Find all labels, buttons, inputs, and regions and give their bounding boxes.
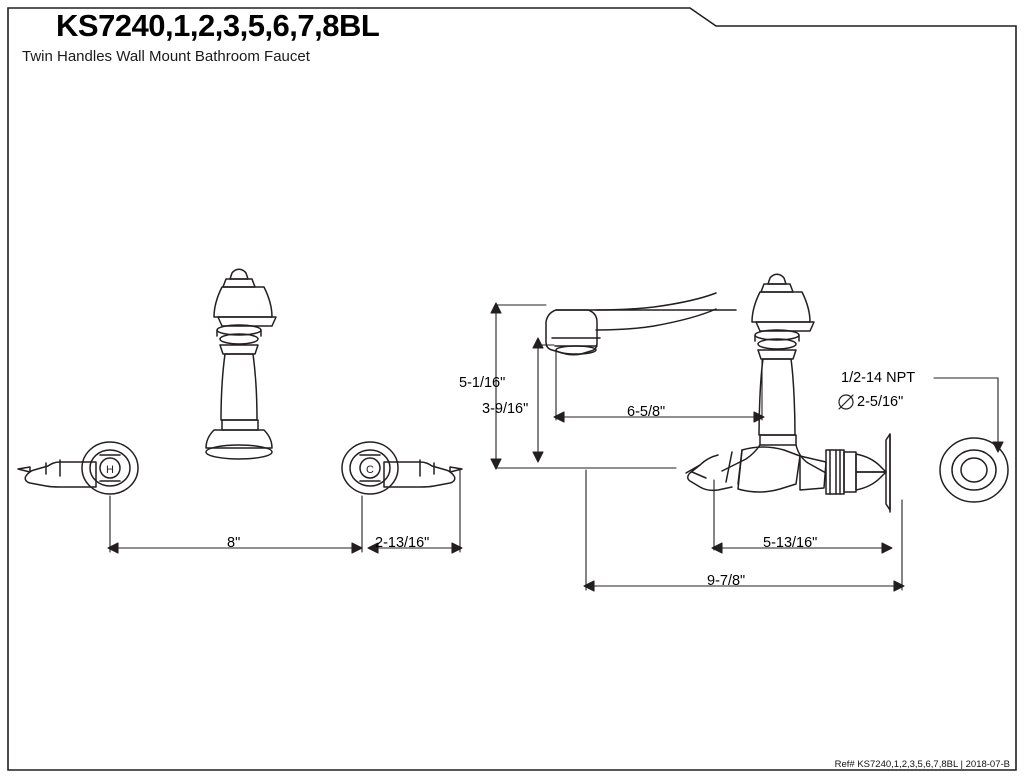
dimension-label-2-13-16: 2-13/16": [375, 535, 430, 551]
reference-footer: Ref# KS7240,1,2,3,5,6,7,8BL | 2018-07-B: [834, 759, 1010, 770]
thread-spec-label: 1/2-14 NPT: [841, 370, 916, 386]
dimension-label-5-1-16: 5-1/16": [459, 375, 506, 391]
diameter-label-2-5-16: 2-5/16": [857, 394, 904, 410]
dimension-label-8: 8": [227, 535, 241, 551]
hot-marker-icon: H: [106, 464, 114, 476]
front-view-faucet: [17, 268, 463, 495]
dimension-lines: [107, 302, 1004, 592]
dimension-label-9-7-8: 9-7/8": [707, 573, 746, 589]
diameter-symbol-icon: [838, 394, 854, 410]
page-subtitle: Twin Handles Wall Mount Bathroom Faucet: [22, 48, 310, 65]
dimension-label-5-13-16: 5-13/16": [763, 535, 818, 551]
cold-marker-icon: C: [366, 464, 374, 476]
dimension-label-6-5-8: 6-5/8": [627, 404, 666, 420]
page-title: KS7240,1,2,3,5,6,7,8BL: [56, 8, 380, 43]
side-view-faucet: [545, 273, 1009, 513]
dimension-label-3-9-16: 3-9/16": [482, 401, 529, 417]
